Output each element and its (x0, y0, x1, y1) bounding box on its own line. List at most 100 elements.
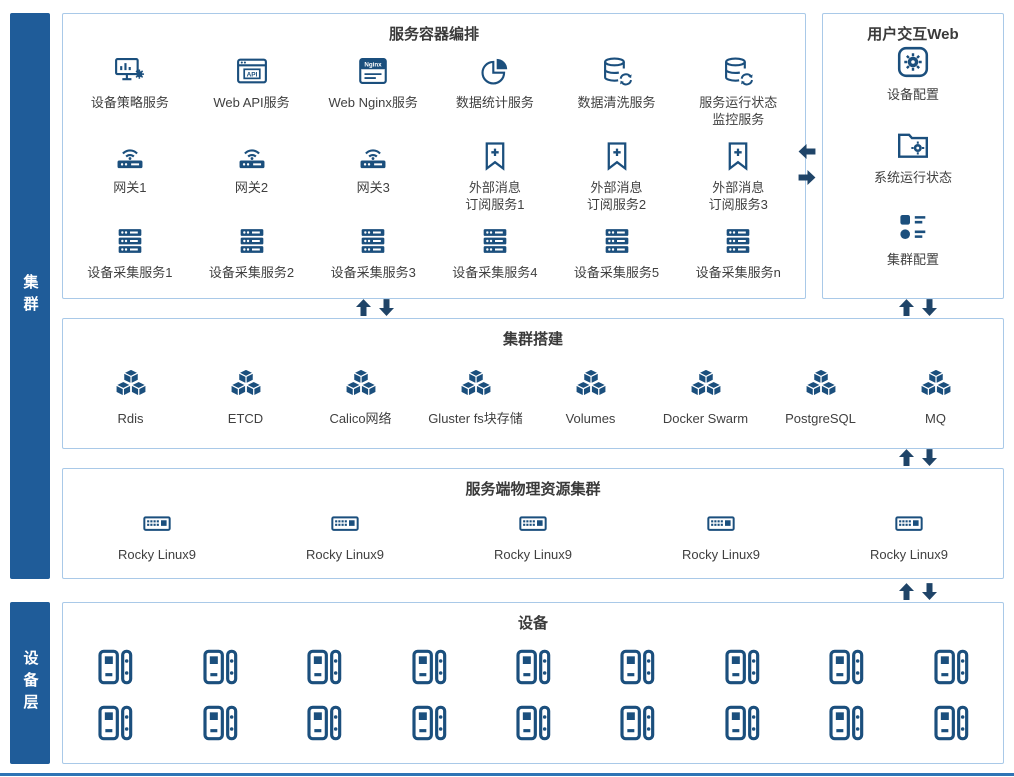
device-unit (899, 644, 1003, 690)
console-icon (322, 508, 368, 540)
node-label: 设备采集服务n (695, 264, 781, 280)
node-label: 外部消息 订阅服务1 (465, 180, 525, 212)
node-label: 外部消息 订阅服务2 (586, 180, 647, 212)
device-icon (617, 644, 657, 690)
cubes-icon (225, 364, 267, 404)
subscribe-icon (478, 139, 512, 173)
node-label: Rocky Linux9 (117, 546, 197, 562)
rocky-linux-node-2: Rocky Linux9 (251, 508, 439, 564)
docker-swarm: Docker Swarm (648, 364, 763, 428)
cluster-config-icon (895, 209, 931, 245)
rocky-linux-node-3: Rocky Linux9 (439, 508, 627, 564)
device-unit (272, 644, 376, 690)
panel-title: 用户交互Web (867, 26, 959, 43)
svg-text:API: API (246, 72, 257, 79)
node-label: 网关3 (356, 180, 390, 196)
nginx-icon: Nginx (356, 54, 390, 88)
node-label: 外部消息 订阅服务3 (708, 180, 768, 212)
device-unit (481, 644, 585, 690)
data-cleaning-service: 数据清洗服务 (556, 54, 678, 112)
arrows-physical-to-devices (899, 583, 937, 600)
arrow-left-icon (794, 144, 820, 159)
cubes-icon (915, 364, 957, 404)
device-icon (513, 700, 553, 746)
rdis: Rdis (73, 364, 188, 428)
device-icon (513, 644, 553, 690)
console-icon (510, 508, 556, 540)
panel-title: 集群搭建 (502, 331, 563, 348)
device-unit (794, 700, 898, 746)
pie-icon (478, 54, 512, 88)
arrow-down-icon (922, 449, 937, 466)
db-sync-icon (721, 54, 755, 88)
node-label: 数据清洗服务 (577, 95, 656, 111)
arrow-down-icon (379, 299, 394, 316)
mq: MQ (878, 364, 993, 428)
gateway-2: 网关2 (191, 139, 313, 197)
device-collect-service-3: 设备采集服务3 (312, 224, 434, 282)
subscribe-icon (600, 139, 634, 173)
node-label: 设备采集服务5 (573, 264, 660, 280)
device-icon (95, 644, 135, 690)
server-stack-icon (600, 224, 634, 258)
device-unit (63, 644, 167, 690)
arrows-cluster-to-physical (899, 449, 937, 466)
svg-text:Nginx: Nginx (365, 62, 383, 69)
arrow-up-icon (356, 299, 371, 316)
data-statistics-service: 数据统计服务 (434, 54, 556, 112)
device-policy-service: 设备策略服务 (69, 54, 191, 112)
node-label: 设备采集服务2 (208, 264, 295, 280)
node-label: PostgreSQL (785, 410, 856, 426)
device-unit (272, 700, 376, 746)
rocky-linux-node-1: Rocky Linux9 (63, 508, 251, 564)
device-unit (794, 644, 898, 690)
db-sync-icon (600, 54, 634, 88)
device-icon (95, 700, 135, 746)
cubes-icon (455, 364, 497, 404)
arrow-up-icon (899, 583, 914, 600)
node-label: 设备策略服务 (90, 95, 169, 111)
device-unit (585, 700, 689, 746)
device-collect-service-2: 设备采集服务2 (191, 224, 313, 282)
device-icon (409, 644, 449, 690)
cubes-icon (800, 364, 842, 404)
node-label: Volumes (565, 410, 616, 426)
device-icon (826, 644, 866, 690)
node-label: 集群配置 (886, 252, 939, 268)
server-stack-icon (478, 224, 512, 258)
device-unit (376, 644, 480, 690)
gateway-icon (113, 139, 147, 173)
device-unit (899, 700, 1003, 746)
etcd: ETCD (188, 364, 303, 428)
cluster-config: 集群配置 (823, 209, 1003, 292)
node-label: MQ (925, 410, 946, 426)
rocky-linux-node-5: Rocky Linux9 (815, 508, 1003, 564)
console-icon (134, 508, 180, 540)
node-label: Web API服务 (213, 95, 290, 111)
device-unit (481, 700, 585, 746)
devices-panel: 设备 (62, 602, 1004, 764)
gear-square-icon (895, 44, 931, 80)
node-label: 网关1 (113, 180, 147, 196)
bottom-divider (0, 773, 1014, 776)
device-icon (722, 644, 762, 690)
server-stack-icon (721, 224, 755, 258)
node-label: 设备采集服务1 (87, 264, 173, 280)
gateway-icon (235, 139, 269, 173)
arrows-web-to-cluster (899, 299, 937, 316)
external-subscribe-service-3: 外部消息 订阅服务3 (677, 139, 799, 214)
glusterfs-block-storage: Gluster fs块存储 (418, 364, 533, 428)
device-unit (167, 644, 271, 690)
external-subscribe-service-2: 外部消息 订阅服务2 (556, 139, 678, 214)
folder-gear-icon (895, 127, 931, 163)
device-icon (826, 700, 866, 746)
volumes: Volumes (533, 364, 648, 428)
system-running-status: 系统运行状态 (823, 127, 1003, 210)
cluster-layer-bar: 集群 (10, 13, 50, 579)
